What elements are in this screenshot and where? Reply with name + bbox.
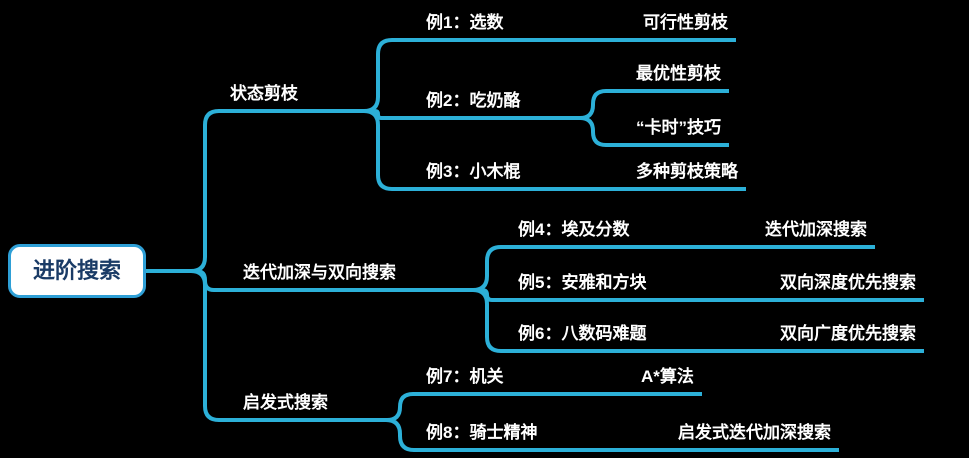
connector-root-to-state-pruning: [138, 109, 224, 273]
connector-heuristic-to-ex8: [253, 418, 420, 452]
connector-ex2-to-time-limit-trick: [436, 116, 630, 147]
node-ex1-select-numbers[interactable]: 例1：选数: [418, 10, 512, 42]
node-multiple-pruning-strategies[interactable]: 多种剪枝策略: [628, 159, 746, 191]
node-heuristic-iterative-deepening[interactable]: 启发式迭代加深搜索: [670, 420, 839, 452]
node-ex8-knight-spirit[interactable]: 例8：骑士精神: [418, 420, 546, 452]
branch-iterative-deepening-bidirectional[interactable]: 迭代加深与双向搜索: [235, 260, 404, 292]
node-ex2-eat-cheese[interactable]: 例2：吃奶酪: [418, 88, 529, 120]
node-iterative-deepening-search[interactable]: 迭代加深搜索: [757, 217, 875, 249]
node-optimality-pruning[interactable]: 最优性剪枝: [628, 61, 729, 93]
connector-state-pruning-to-ex3: [240, 109, 420, 191]
node-bidirectional-dfs[interactable]: 双向深度优先搜索: [772, 270, 924, 302]
node-ex4-egyptian-fractions[interactable]: 例4：埃及分数: [510, 217, 638, 249]
node-a-star-algorithm[interactable]: A*算法: [633, 364, 702, 396]
branch-state-pruning[interactable]: 状态剪枝: [222, 81, 306, 113]
node-time-limit-trick[interactable]: “卡时”技巧: [628, 115, 729, 147]
node-bidirectional-bfs[interactable]: 双向广度优先搜索: [772, 321, 924, 353]
connector-root-to-heuristic: [138, 269, 237, 422]
node-root-advanced-search[interactable]: 进阶搜索: [8, 244, 147, 298]
connector-iterative-to-ex6: [253, 288, 512, 353]
connector-root-to-iterative-bidirectional: [138, 269, 237, 292]
branch-heuristic-search[interactable]: 启发式搜索: [235, 390, 336, 422]
node-ex3-small-sticks[interactable]: 例3：小木棍: [418, 159, 529, 191]
node-ex7-mechanism[interactable]: 例7：机关: [418, 364, 512, 396]
node-ex5-anya-and-blocks[interactable]: 例5：安雅和方块: [510, 270, 655, 302]
node-feasibility-pruning[interactable]: 可行性剪枝: [635, 10, 736, 42]
connector-state-pruning-to-ex2: [240, 109, 420, 120]
node-ex6-eight-puzzle[interactable]: 例6：八数码难题: [510, 321, 655, 353]
